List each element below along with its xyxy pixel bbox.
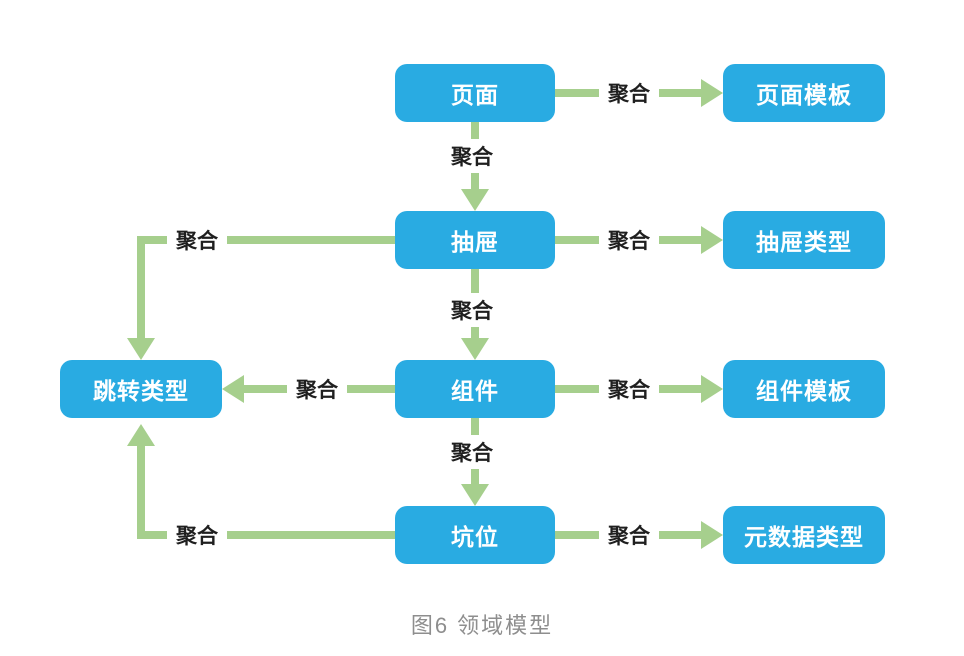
arrowhead-up-icon [127,424,155,446]
node-drawer-type: 抽屉类型 [723,211,885,269]
node-drawer: 抽屉 [395,211,555,269]
node-slot: 坑位 [395,506,555,564]
arrowhead-left-icon [222,375,244,403]
edge-label: 聚合 [167,518,227,552]
arrowhead-right-icon [701,79,723,107]
edge-label: 聚合 [442,293,502,327]
arrowhead-right-icon [701,375,723,403]
edge-label: 聚合 [599,372,659,406]
arrowhead-down-icon [127,338,155,360]
arrowhead-right-icon [701,226,723,254]
connector-line [137,236,145,342]
edge-label: 聚合 [442,435,502,469]
figure-caption: 图6 领域模型 [410,613,554,638]
node-component-template: 组件模板 [723,360,885,418]
arrowhead-right-icon [701,521,723,549]
connector-line [137,236,395,244]
arrowhead-down-icon [461,338,489,360]
edge-label: 聚合 [442,139,502,173]
connector-line [137,444,145,539]
edge-label: 聚合 [167,223,227,257]
connector-line [137,531,395,539]
node-page: 页面 [395,64,555,122]
node-component: 组件 [395,360,555,418]
edge-label: 聚合 [599,518,659,552]
edge-label: 聚合 [599,223,659,257]
edge-label: 聚合 [287,372,347,406]
node-jump-type: 跳转类型 [60,360,222,418]
arrowhead-down-icon [461,484,489,506]
edge-label: 聚合 [599,76,659,110]
node-page-template: 页面模板 [723,64,885,122]
arrowhead-down-icon [461,189,489,211]
node-metadata-type: 元数据类型 [723,506,885,564]
